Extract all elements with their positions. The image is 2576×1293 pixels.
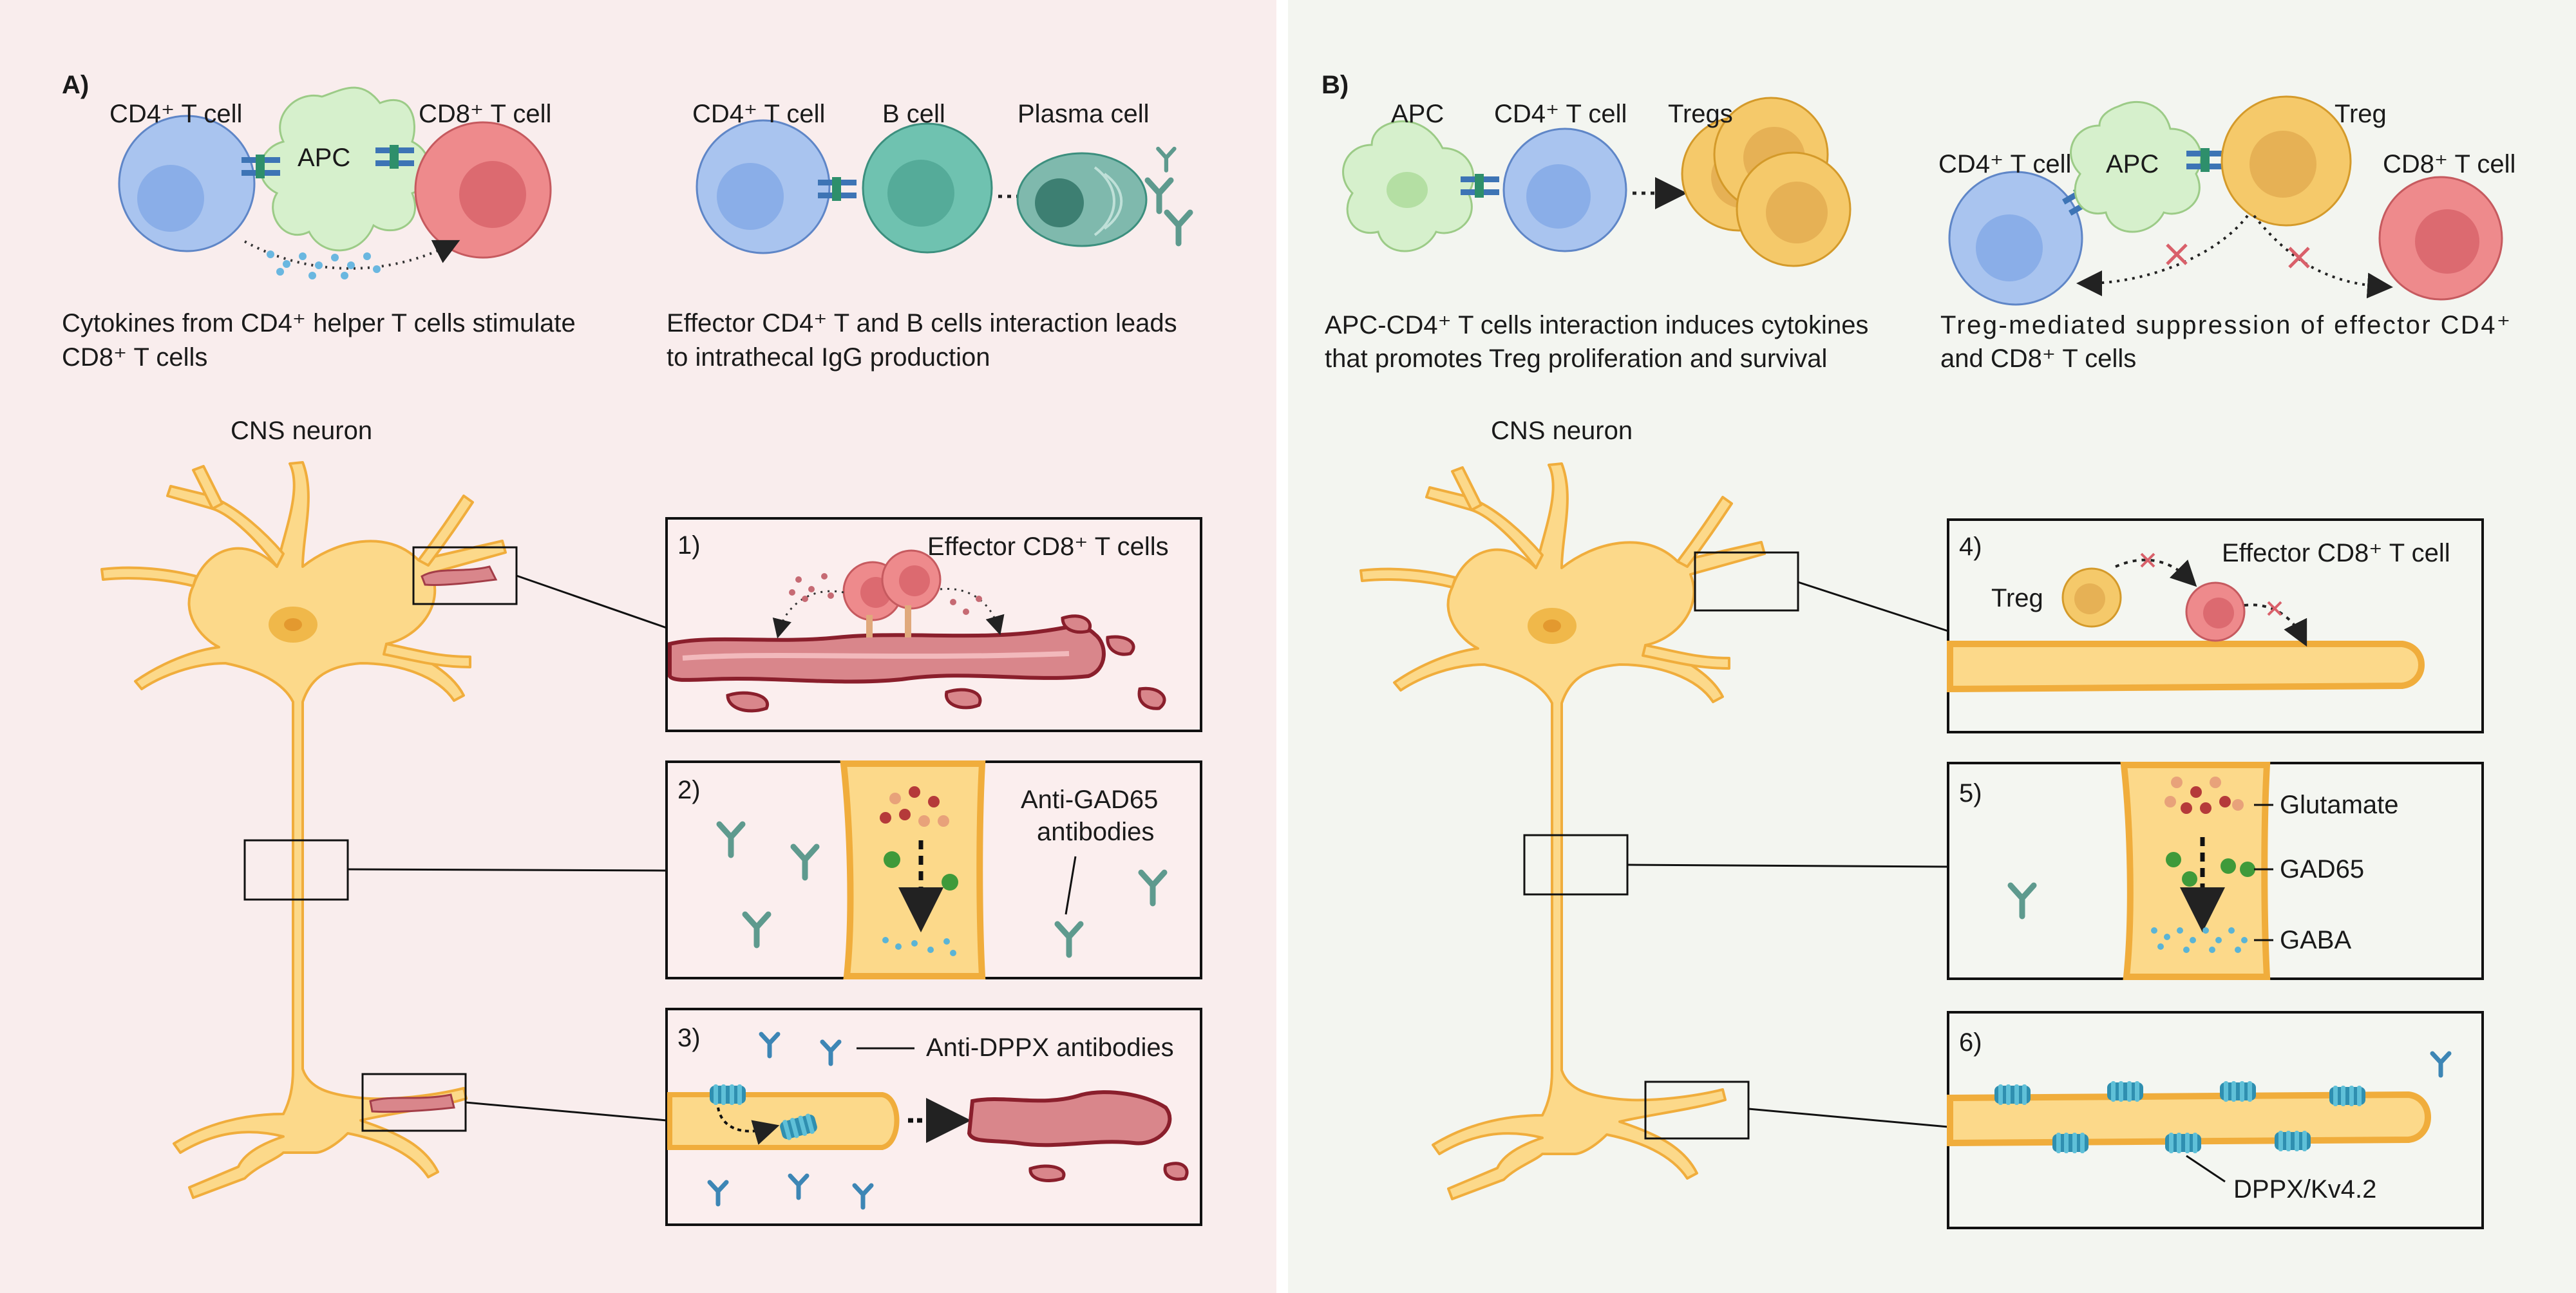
box-6-channel-7 bbox=[2275, 1131, 2311, 1151]
box-5-glutamate bbox=[2164, 777, 2244, 814]
suppression-arrow-cd8 bbox=[2253, 214, 2393, 299]
box-6-channel-6 bbox=[2165, 1133, 2201, 1153]
cd4-t-cell bbox=[118, 115, 256, 252]
box-2-gad65 bbox=[884, 851, 958, 891]
box-4-treg bbox=[2061, 567, 2122, 628]
box-3-channel-1 bbox=[710, 1084, 746, 1105]
box-6-axon bbox=[1947, 1091, 2431, 1147]
cd4-suppressed-label: CD4⁺ T cell bbox=[1938, 150, 2071, 178]
caption-a2-line2: to intrathecal IgG production bbox=[667, 343, 990, 372]
cd8-t-cell-suppressed bbox=[2378, 176, 2503, 301]
apc-label: APC bbox=[298, 144, 350, 172]
damaged-dendrite-a3 bbox=[369, 1093, 455, 1113]
box-4-label: Effector CD8⁺ T cell bbox=[2222, 539, 2450, 567]
box-3-number: 3) bbox=[677, 1024, 701, 1052]
box-3-damaged-axon bbox=[967, 1090, 1172, 1147]
tregs bbox=[1681, 97, 1852, 267]
damaged-dendrite-a1 bbox=[421, 565, 498, 586]
box-4-suppression-arrow-1 bbox=[2115, 558, 2197, 587]
neuron-a-nucleolus bbox=[284, 618, 302, 631]
box-1-number: 1) bbox=[677, 531, 701, 560]
plasma-cell bbox=[1016, 152, 1148, 247]
zoom-line-a1 bbox=[516, 574, 667, 629]
box-5-gaba bbox=[2151, 927, 2248, 953]
neuron-b-title: CNS neuron bbox=[1491, 417, 1633, 445]
zoom-line-b5 bbox=[1627, 864, 1949, 868]
cd4-b-left-label: CD4⁺ T cell bbox=[1494, 100, 1627, 128]
cd4-t-cell-suppressed bbox=[1948, 171, 2083, 306]
apc-b-label: APC bbox=[1391, 100, 1444, 128]
box-6-number: 6) bbox=[1959, 1028, 1982, 1057]
suppression-arrow-cd4 bbox=[2076, 214, 2249, 296]
box-2-gaba bbox=[882, 937, 956, 956]
plasma-cell-label: Plasma cell bbox=[1018, 100, 1150, 128]
zoom-line-a2 bbox=[347, 868, 667, 872]
box-5-number: 5) bbox=[1959, 779, 1982, 807]
box-5-gaba-label: GABA bbox=[2280, 926, 2351, 954]
box-4-treg-label: Treg bbox=[1991, 584, 2043, 612]
cd8-label: CD8⁺ T cell bbox=[419, 100, 551, 128]
apc-cell-b bbox=[1342, 120, 1475, 252]
cd4-t-cell-b bbox=[1502, 127, 1627, 252]
caption-b2-line1: Treg-mediated suppression of effector CD… bbox=[1940, 311, 2510, 339]
box-6-channel-4 bbox=[2329, 1086, 2365, 1106]
treg-cell bbox=[2221, 95, 2352, 227]
box-5-glutamate-label: Glutamate bbox=[2280, 791, 2399, 819]
caption-a1-line1: Cytokines from CD4⁺ helper T cells stimu… bbox=[62, 309, 576, 337]
box-6-channel-2 bbox=[2107, 1081, 2143, 1102]
box-5-gad65-label: GAD65 bbox=[2280, 855, 2364, 883]
cd4-label: CD4⁺ T cell bbox=[109, 100, 242, 128]
zoom-rect-b4 bbox=[1694, 551, 1799, 612]
box-6-channel-3 bbox=[2220, 1081, 2256, 1102]
box-4-dendrite bbox=[1947, 641, 2425, 693]
treg-label: Treg bbox=[2334, 100, 2387, 128]
apc-cell bbox=[260, 86, 430, 252]
zoom-line-a3 bbox=[465, 1101, 667, 1122]
cytokines bbox=[267, 250, 381, 279]
box-3-label: Anti-DPPX antibodies bbox=[926, 1033, 1174, 1062]
tregs-label: Tregs bbox=[1668, 100, 1733, 128]
box-6-channel-5 bbox=[2052, 1133, 2088, 1153]
box-2-axon bbox=[840, 760, 986, 979]
box-4-cd8-cell bbox=[2185, 581, 2246, 642]
b-cell-label: B cell bbox=[882, 100, 945, 128]
box-6-label: DPPX/Kv4.2 bbox=[2233, 1175, 2376, 1203]
inhibition-cross-1 bbox=[2166, 243, 2188, 265]
caption-a1-line2: CD8⁺ T cells bbox=[62, 343, 207, 372]
panel-a-letter: A) bbox=[62, 71, 89, 99]
inhibition-cross-2 bbox=[2288, 247, 2310, 269]
zoom-line-b6 bbox=[1748, 1108, 1949, 1128]
zoom-line-b4 bbox=[1797, 581, 1949, 632]
zoom-rect-b6 bbox=[1644, 1081, 1750, 1140]
neuron-b-nucleolus bbox=[1543, 619, 1561, 632]
b-cell bbox=[862, 122, 993, 254]
box-5-gad65 bbox=[2166, 852, 2255, 887]
box-1-label: Effector CD8⁺ T cells bbox=[927, 533, 1169, 561]
box-5-axon bbox=[2120, 762, 2271, 980]
box-2-glutamate bbox=[880, 786, 949, 827]
box-1-cytotoxic-granules bbox=[789, 573, 982, 615]
caption-b2-line2: and CD8⁺ T cells bbox=[1940, 344, 2136, 373]
box-2-number: 2) bbox=[677, 776, 701, 804]
apc-suppression-label: APC bbox=[2106, 150, 2159, 178]
box-2-label-line1: Anti-GAD65 bbox=[1021, 786, 1158, 814]
box-1-debris bbox=[726, 614, 1166, 713]
neuron-a-title: CNS neuron bbox=[231, 417, 372, 445]
box-2-label-line2: antibodies bbox=[1037, 818, 1154, 846]
panel-b-letter: B) bbox=[1321, 71, 1349, 99]
box-3-debris bbox=[1028, 1162, 1189, 1182]
box-1-cd8-cells bbox=[842, 549, 942, 637]
caption-a2-line1: Effector CD4⁺ T and B cells interaction … bbox=[667, 309, 1177, 337]
caption-b1-line1: APC-CD4⁺ T cells interaction induces cyt… bbox=[1325, 311, 1868, 339]
cd4-t-cell-b-interaction bbox=[696, 119, 831, 254]
neuron-b bbox=[1359, 462, 1766, 1200]
caption-b1-line2: that promotes Treg proliferation and sur… bbox=[1325, 344, 1827, 373]
cd4-b-label: CD4⁺ T cell bbox=[692, 100, 825, 128]
cd8-t-cell bbox=[414, 121, 552, 259]
apc-cell-suppression bbox=[2070, 100, 2202, 233]
cd8-suppressed-label: CD8⁺ T cell bbox=[2383, 150, 2515, 178]
box-4-number: 4) bbox=[1959, 533, 1982, 561]
box-6-channel-1 bbox=[1994, 1084, 2031, 1105]
